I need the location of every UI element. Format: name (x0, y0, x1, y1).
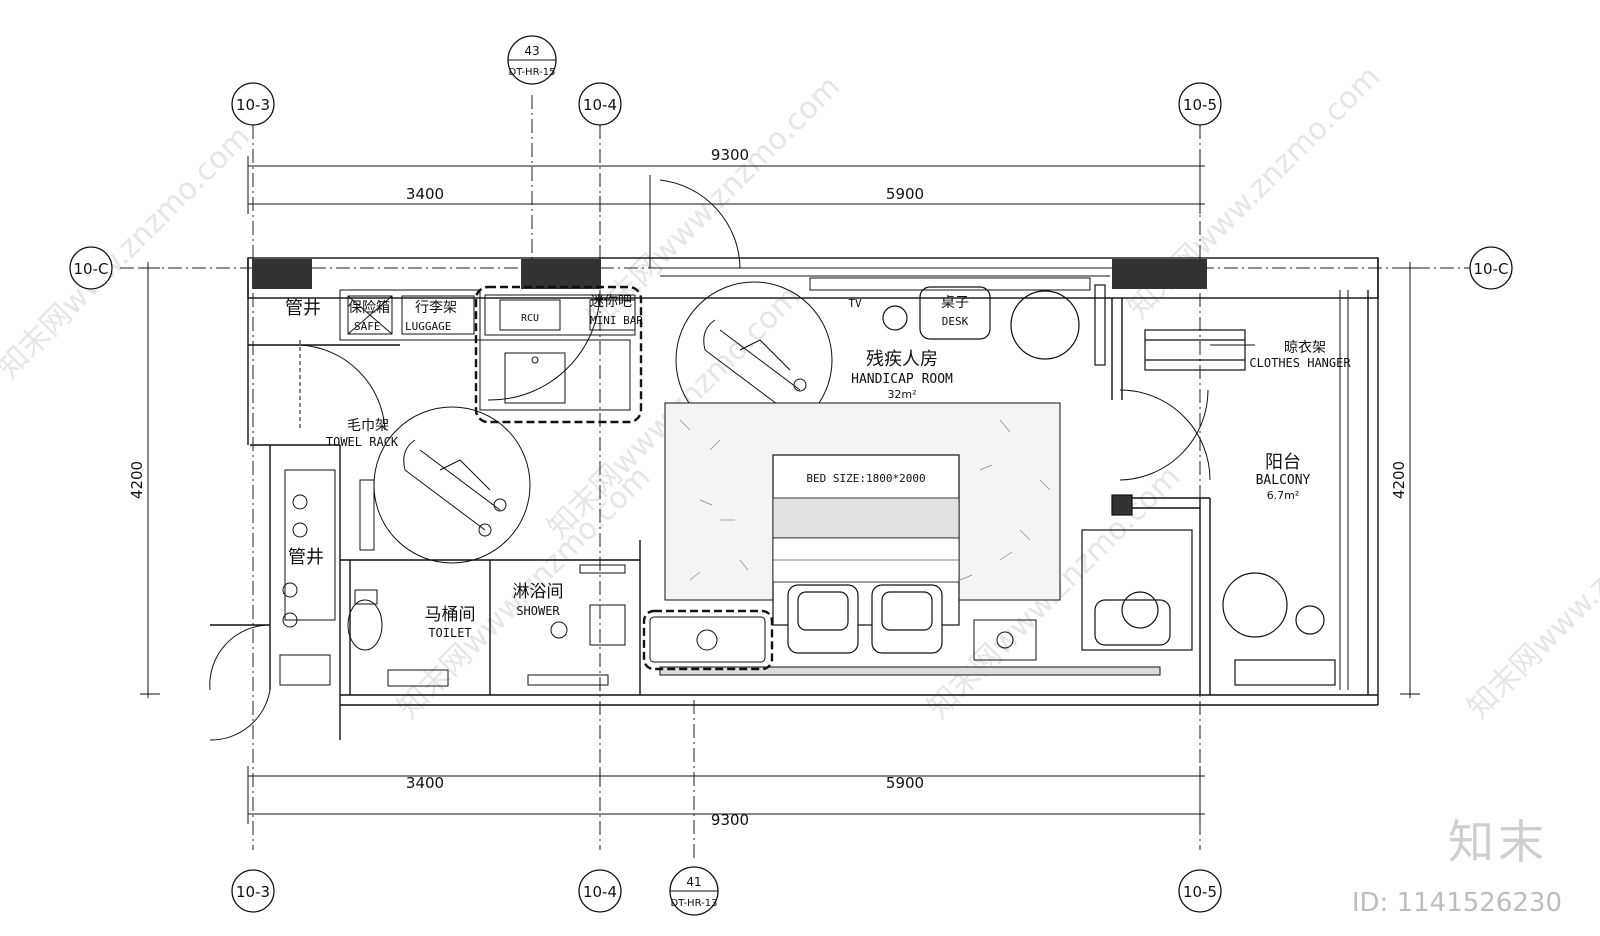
label-balcony-area: 6.7m² (1267, 489, 1300, 502)
label-balcony-en: BALCONY (1256, 473, 1311, 488)
dim-left-height: 4200 (128, 461, 146, 499)
grid-bubble: 10-5 (1178, 869, 1222, 913)
label-desk-cn: 桌子 (941, 295, 969, 311)
dim-bottom-total: 9300 (711, 811, 749, 829)
balcony-furniture (1081, 329, 1336, 686)
dim-bottom-right: 5900 (886, 774, 924, 792)
bed-size-label: BED SIZE:1800*2000 (806, 472, 925, 485)
label-hanger-en: CLOTHES HANGER (1249, 356, 1351, 370)
carpet-texture (679, 419, 1051, 581)
label-room-en: HANDICAP ROOM (851, 372, 953, 387)
side-table-outline (642, 609, 774, 671)
section-number: 41 (686, 875, 701, 889)
label-luggage-cn: 行李架 (415, 300, 457, 316)
dimension-labels: 9300 3400 5900 3400 5900 9300 4200 4200 (128, 146, 1408, 829)
section-code: DT-HR-13 (671, 898, 718, 909)
grid-bubble: 10-C (1469, 246, 1513, 290)
watermark-text: 知末网www.znzmo.com (0, 119, 257, 385)
label-toilet-en: TOILET (428, 626, 471, 640)
grid-bubble: 10-3 (231, 82, 275, 126)
label-desk-en: DESK (942, 315, 969, 328)
label-pipe-shaft-left: 管井 (288, 547, 324, 568)
label-hanger-cn: 晾衣架 (1284, 340, 1326, 356)
grid-bubble: 10-3 (231, 869, 275, 913)
label-pipe-shaft-top: 管井 (285, 298, 321, 319)
room-labels: 管井 保险箱 SAFE 行李架 LUGGAGE RCU 迷你吧 MINI BAR… (285, 294, 1351, 640)
rcu-minibar-outline (474, 285, 643, 424)
section-number: 43 (524, 44, 539, 58)
dim-top-right: 5900 (886, 185, 924, 203)
label-towel-en: TOWEL RACK (326, 435, 399, 449)
label-balcony-cn: 阳台 (1265, 452, 1301, 473)
grid-label: 10-4 (583, 883, 617, 901)
label-safe-cn: 保险箱 (348, 300, 390, 316)
label-minibar-en: MINI BAR (590, 314, 643, 327)
bathroom-fixtures (279, 469, 626, 687)
grid-label: 10-5 (1183, 96, 1217, 114)
label-room-cn: 残疾人房 (866, 349, 938, 370)
top-cabinets (339, 277, 1091, 411)
wheelchair-icon (403, 439, 507, 537)
label-tv: TV (848, 297, 862, 310)
section-marker: 41 DT-HR-13 (669, 866, 719, 916)
armchairs (787, 584, 943, 654)
dim-right-height: 4200 (1390, 461, 1408, 499)
dim-top-total: 9300 (711, 146, 749, 164)
grid-bubble: 10-5 (1178, 82, 1222, 126)
desk-area (882, 284, 1106, 366)
image-id: ID: 1141526230 (1351, 888, 1562, 918)
grid-bubble: 10-4 (578, 869, 622, 913)
grid-bubble: 10-C (69, 246, 113, 290)
grid-label: 10-4 (583, 96, 617, 114)
label-towel-cn: 毛巾架 (347, 418, 389, 434)
section-code: DT-HR-15 (509, 67, 556, 78)
label-minibar-cn: 迷你吧 (590, 294, 632, 310)
grid-bubble: 10-4 (578, 82, 622, 126)
grid-label: 10-C (74, 260, 109, 278)
doors (209, 175, 1211, 741)
windows (660, 267, 1349, 690)
label-toilet-cn: 马桶间 (425, 605, 476, 625)
label-shower-en: SHOWER (516, 604, 560, 618)
label-safe-en: SAFE (354, 320, 381, 333)
walls (210, 257, 1379, 740)
grid-label: 10-5 (1183, 883, 1217, 901)
dimension-lines (140, 156, 1420, 824)
label-rcu: RCU (521, 313, 539, 324)
watermark-text: 知末网www.znzmo.com (1461, 459, 1600, 725)
grid-label: 10-3 (236, 96, 270, 114)
grid-bubbles: 10-3 10-4 10-5 10-3 10-4 10-5 10-C 10-C (69, 35, 1513, 916)
structural-columns (252, 259, 1207, 289)
label-luggage-en: LUGGAGE (405, 320, 451, 333)
dim-bottom-left: 3400 (406, 774, 444, 792)
label-shower-cn: 淋浴间 (513, 582, 564, 602)
tv-console (649, 616, 1161, 676)
label-room-area: 32m² (887, 388, 916, 401)
grid-label: 10-C (1474, 260, 1509, 278)
grid-label: 10-3 (236, 883, 270, 901)
dim-top-left: 3400 (406, 185, 444, 203)
brand-watermark: 知末 (1448, 815, 1548, 869)
section-marker: 43 DT-HR-15 (507, 35, 557, 85)
